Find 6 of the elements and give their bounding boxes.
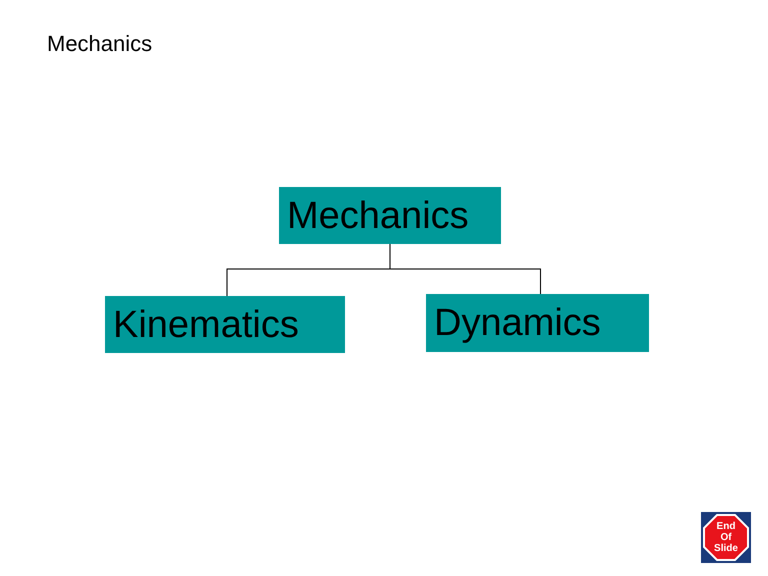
process-box: Kinematics <box>105 296 345 353</box>
stop-sign-icon: End Of Slide <box>701 512 751 563</box>
connector-line <box>390 244 541 294</box>
slide-title: Mechanics <box>47 30 152 58</box>
process-box: Dynamics <box>426 294 649 352</box>
process-box: Mechanics <box>279 187 501 244</box>
